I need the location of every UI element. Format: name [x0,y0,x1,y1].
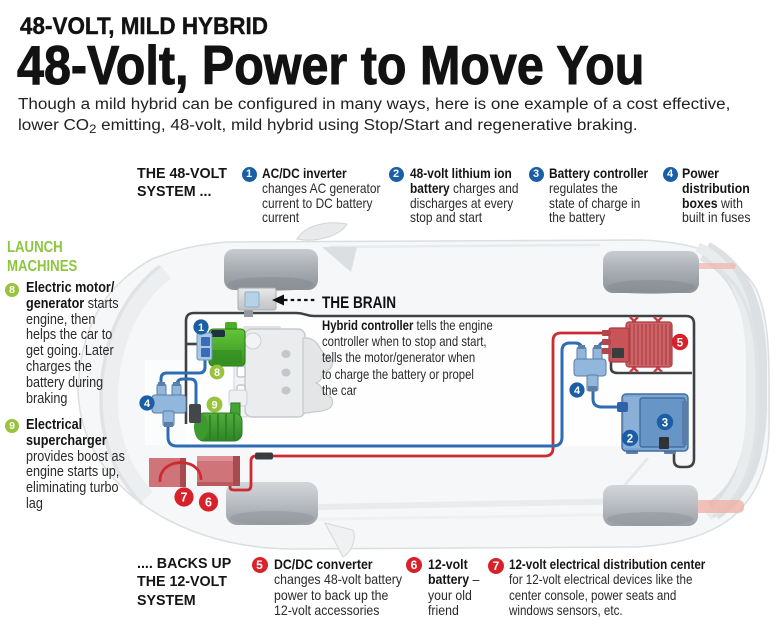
svg-text:2: 2 [627,434,633,446]
svg-text:4: 4 [574,385,581,397]
svg-text:7: 7 [181,491,188,505]
svg-text:5: 5 [677,338,684,350]
svg-text:1: 1 [198,322,204,334]
svg-text:4: 4 [144,398,151,410]
svg-text:3: 3 [662,418,668,430]
svg-text:6: 6 [205,496,212,510]
svg-text:8: 8 [214,367,220,379]
svg-text:9: 9 [211,400,217,412]
